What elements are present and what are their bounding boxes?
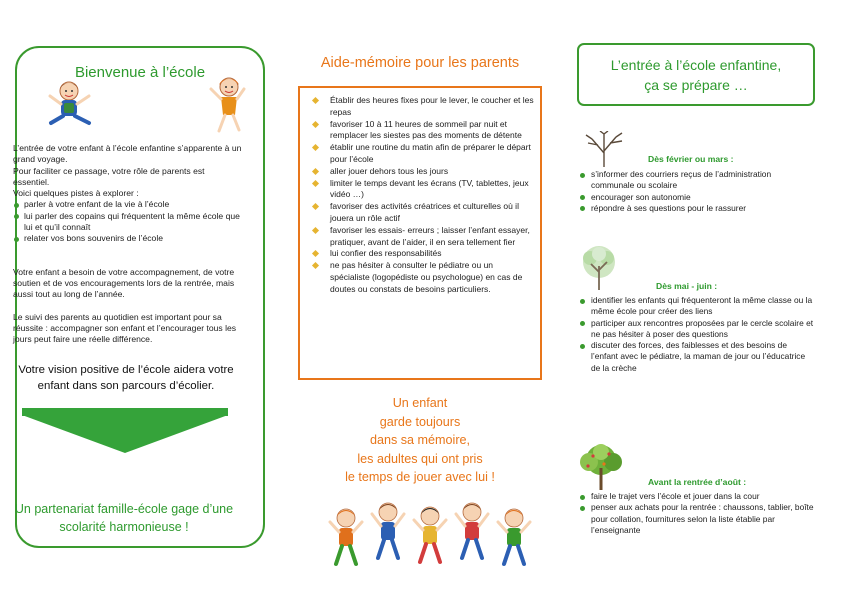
sitting-child-illustration <box>48 81 91 125</box>
list-item: favoriser 10 à 11 heures de sommeil par … <box>310 119 534 143</box>
diamond-bullet-icon <box>311 179 320 187</box>
list-item: ne pas hésiter à consulter le pédiatre o… <box>310 260 534 295</box>
section-heading-may-june: Dès mai - juin : <box>656 281 718 291</box>
partnership-slogan: Un partenariat famille-école gage d’une … <box>14 502 234 534</box>
list-item: établir une routine du matin afin de pré… <box>310 142 534 166</box>
child-1 <box>328 508 364 566</box>
vision-statement: Votre vision positive de l’école aidera … <box>18 364 234 392</box>
list-item: répondre à ses questions pour le rassure… <box>578 203 814 214</box>
diamond-bullet-icon <box>311 120 320 128</box>
list-item: identifier les enfants qui fréquenteront… <box>578 295 814 318</box>
diamond-bullet-icon <box>311 167 320 175</box>
intro-paragraph-1: L’entrée de votre enfant à l’école enfan… <box>13 143 242 165</box>
quote-line: les adultes qui ont pris <box>357 451 483 466</box>
list-item: Établir des heures fixes pour le lever, … <box>310 95 534 119</box>
list-item: aller jouer dehors tous les jours <box>310 166 534 178</box>
list-item: discuter des forces, des faiblesses et d… <box>578 340 814 374</box>
memo-title: Aide-mémoire pour les parents <box>320 55 520 71</box>
accompaniment-paragraph: Votre enfant a besoin de votre accompagn… <box>13 266 235 300</box>
intro-paragraph-2: Pour faciliter ce passage, votre rôle de… <box>13 165 205 187</box>
list-item: faire le trajet vers l’école et jouer da… <box>578 491 814 502</box>
welcome-panel: Bienvenue à l’école <box>15 46 265 548</box>
welcome-title: Bienvenue à l’école <box>74 64 206 81</box>
bare-tree-icon <box>585 131 623 167</box>
child-3 <box>412 506 448 564</box>
list-item: penser aux achats pour la rentrée : chau… <box>578 502 814 536</box>
list-item: encourager son autonomie <box>578 192 814 203</box>
jumping-children-illustration <box>328 502 532 566</box>
section-list-august: faire le trajet vers l’école et jouer da… <box>578 491 814 536</box>
diamond-bullet-icon <box>311 203 320 211</box>
diamond-bullet-icon <box>311 96 320 105</box>
child-5 <box>496 508 532 566</box>
list-item: parler à votre enfant de la vie à l’écol… <box>13 199 243 210</box>
diamond-bullet-icon <box>311 226 320 234</box>
child-4 <box>454 502 490 560</box>
list-item: favoriser des activités créatrices et cu… <box>310 201 534 225</box>
blossom-tree-icon <box>583 246 615 290</box>
arrow-band <box>22 408 228 416</box>
section-list-may-june: identifier les enfants qui fréquenteront… <box>578 295 814 374</box>
quote: Un enfant garde toujours dans sa mémoire… <box>300 394 540 487</box>
quote-line: dans sa mémoire, <box>369 433 471 448</box>
section-list-feb-mar: s’informer des courriers reçus de l’admi… <box>578 169 814 214</box>
section-heading-august: Avant la rentrée d’août : <box>648 477 747 487</box>
list-item: limiter le temps devant les écrans (TV, … <box>310 178 534 202</box>
section-heading-feb-mar: Dès février ou mars : <box>648 154 734 164</box>
diamond-bullet-icon <box>311 250 320 258</box>
quote-line: le temps de jouer avec lui ! <box>345 470 495 485</box>
list-item: s’informer des courriers reçus de l’admi… <box>578 169 814 192</box>
pistes-list: parler à votre enfant de la vie à l’écol… <box>13 199 243 244</box>
preparation-title-box: L’entrée à l’école enfantine, ça se prép… <box>577 43 815 106</box>
memo-box: Établir des heures fixes pour le lever, … <box>298 86 542 380</box>
diamond-bullet-icon <box>311 262 320 270</box>
memo-list: Établir des heures fixes pour le lever, … <box>310 95 534 296</box>
list-item: favoriser les essais- erreurs ; laisser … <box>310 225 534 249</box>
list-item: lui confier des responsabilités <box>310 248 534 260</box>
welcome-text: L’entrée de votre enfant à l’école enfan… <box>13 143 243 345</box>
child-2 <box>370 502 406 560</box>
quote-line: Un enfant <box>392 396 448 410</box>
list-item: relater vos bons souvenirs de l’école <box>13 233 243 244</box>
jumping-child-illustration <box>209 77 246 133</box>
list-item: lui parler des copains qui fréquentent l… <box>13 211 243 234</box>
list-item: participer aux rencontres proposées par … <box>578 318 814 341</box>
preparation-title-line2: ça se prépare … <box>644 77 748 93</box>
diamond-bullet-icon <box>311 144 320 152</box>
down-arrow-icon <box>22 415 228 453</box>
green-tree-icon <box>580 444 622 490</box>
quote-line: garde toujours <box>379 414 461 429</box>
intro-paragraph-3: Voici quelques pistes à explorer : <box>13 188 139 199</box>
follow-up-paragraph: Le suivi des parents au quotidien est im… <box>13 311 237 345</box>
preparation-title-line1: L’entrée à l’école enfantine, <box>610 57 782 73</box>
